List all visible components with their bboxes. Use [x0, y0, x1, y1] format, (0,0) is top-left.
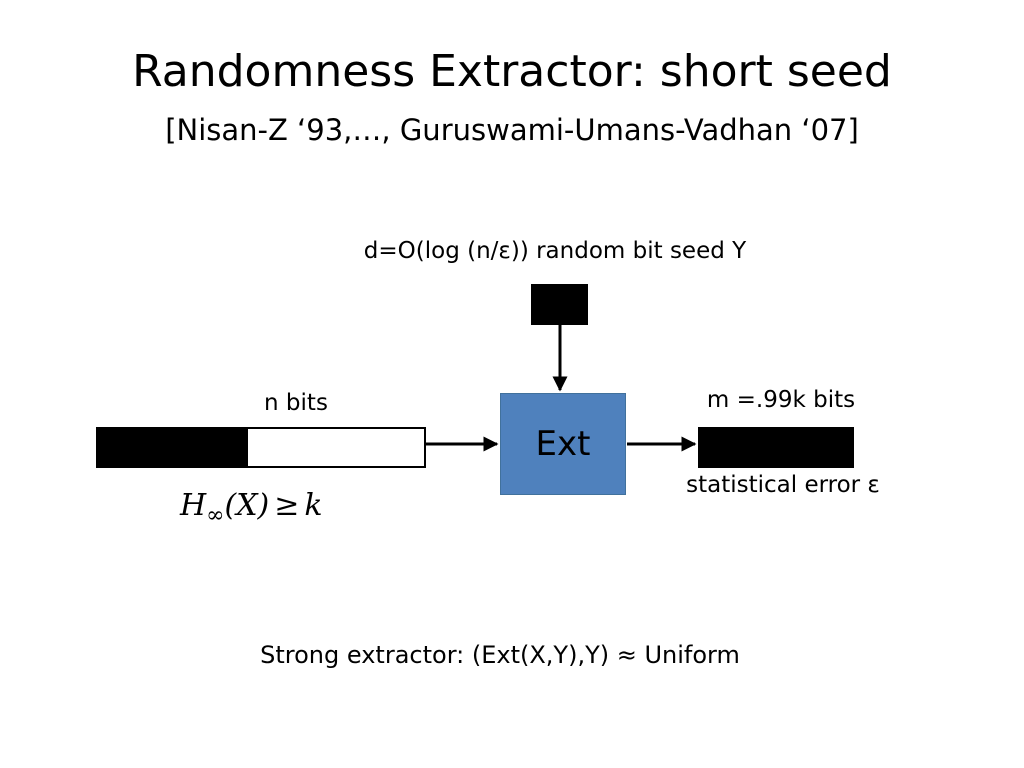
input-min-entropy-portion — [98, 429, 248, 466]
output-bits-label: m =.99k bits — [706, 387, 856, 413]
extractor-box: Ext — [500, 393, 626, 495]
strong-extractor-statement: Strong extractor: (Ext(X,Y),Y) ≈ Uniform — [260, 641, 740, 669]
entropy-relation: ≥ — [274, 488, 300, 523]
min-entropy-formula: H∞(X)≥k — [180, 486, 323, 528]
input-bits-label: n bits — [264, 390, 328, 416]
entropy-argument: (X) — [224, 488, 270, 523]
input-remaining-portion — [248, 429, 424, 466]
seed-block — [531, 284, 588, 325]
extractor-label: Ext — [535, 424, 591, 464]
input-source-bar — [96, 427, 426, 468]
slide-subtitle: [Nisan-Z ‘93,…, Guruswami-Umans-Vadhan ‘… — [165, 113, 859, 147]
entropy-subscript: ∞ — [206, 503, 225, 528]
output-block — [698, 427, 854, 468]
slide-title: Randomness Extractor: short seed — [132, 46, 892, 97]
entropy-base: H — [180, 488, 207, 523]
statistical-error-label: statistical error ε — [686, 472, 880, 498]
entropy-bound: k — [304, 488, 323, 523]
seed-label: d=O(log (n/ε)) random bit seed Y — [363, 238, 747, 264]
